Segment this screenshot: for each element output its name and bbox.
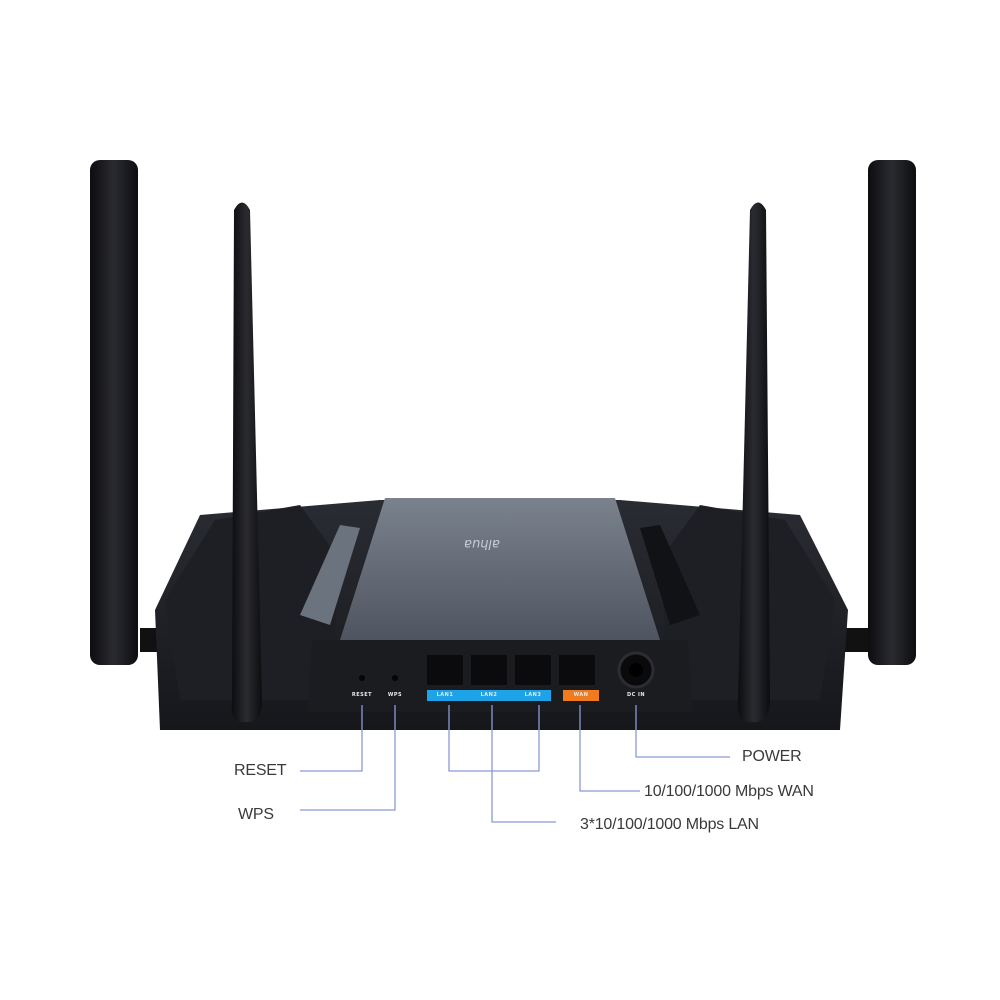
port-label-lan3: LAN3 (524, 692, 542, 698)
lan2-port (471, 655, 507, 685)
wan-tag (563, 690, 599, 701)
port-label-lan1: LAN1 (436, 692, 454, 698)
lan1-port (427, 655, 463, 685)
antenna-inner-right (737, 202, 770, 722)
port-label-wps: WPS (387, 692, 403, 698)
port-label-reset: RESET (351, 692, 373, 698)
antenna-outer-right (840, 160, 916, 665)
leader-lines (300, 705, 730, 823)
wan-port (559, 655, 595, 685)
port-label-wan: WAN (573, 692, 589, 698)
callout-wps: WPS (238, 806, 274, 823)
port-label-lan2: LAN2 (480, 692, 498, 698)
callout-power: POWER (742, 748, 802, 765)
wps-hole (392, 675, 398, 681)
callout-reset: RESET (234, 762, 287, 779)
brand-logo: alhua (464, 536, 500, 551)
antenna-outer-left (90, 160, 166, 665)
port-label-dcin: DC IN (626, 692, 646, 698)
antenna-inner-left (231, 202, 262, 722)
lan3-port (515, 655, 551, 685)
lan-tag (427, 690, 551, 701)
callout-wan: 10/100/1000 Mbps WAN (644, 783, 814, 800)
callout-lan: 3*10/100/1000 Mbps LAN (580, 816, 759, 833)
reset-hole (359, 675, 365, 681)
port-panel (359, 651, 655, 701)
